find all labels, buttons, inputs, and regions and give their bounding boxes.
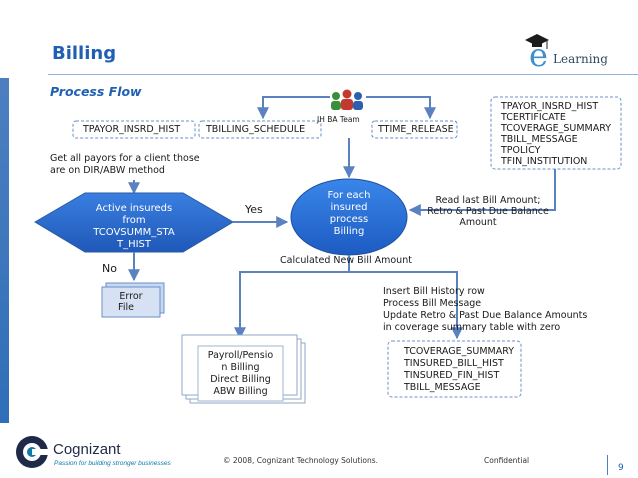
calculated-label: Calculated New Bill Amount bbox=[280, 255, 412, 266]
arrow-to-output bbox=[349, 271, 463, 340]
process-line: insured bbox=[330, 202, 368, 213]
process-line: Billing bbox=[333, 226, 365, 237]
output-table-item: TCOVERAGE_SUMMARY bbox=[404, 346, 515, 357]
footer-copyright: © 2008, Cognizant Technology Solutions. bbox=[223, 456, 379, 465]
right-table-item: TFIN_INSTITUTION bbox=[501, 156, 588, 167]
insert-step: Process Bill Message bbox=[383, 298, 482, 309]
arrow-to-payroll bbox=[234, 271, 349, 340]
team-label: JH BA Team bbox=[317, 115, 360, 124]
team-people-icon bbox=[331, 89, 363, 110]
elearning-logo: e Learning bbox=[515, 30, 630, 72]
right-table-item: TCERTIFICATE bbox=[501, 112, 566, 123]
right-table-item: TBILL_MESSAGE bbox=[501, 134, 578, 145]
table-middle: TBILLING_SCHEDULE bbox=[206, 124, 306, 135]
payors-note-line: Get all payors for a client those bbox=[50, 153, 200, 164]
right-table-item: TPOLICY bbox=[501, 145, 541, 156]
cognizant-logo-icon bbox=[16, 436, 48, 468]
payroll-line: n Billing bbox=[221, 362, 260, 373]
decision-line: TCOVSUMM_STA bbox=[93, 227, 175, 238]
footer-confidential: Confidential bbox=[484, 456, 530, 465]
yes-label: Yes bbox=[245, 203, 263, 216]
output-table-item: TINSURED_BILL_HIST bbox=[404, 358, 504, 369]
right-table-item: TCOVERAGE_SUMMARY bbox=[501, 123, 612, 134]
payroll-line: Direct Billing bbox=[210, 374, 271, 385]
decision-line: from bbox=[122, 215, 146, 226]
page-number: 9 bbox=[618, 463, 624, 473]
insert-step: in coverage summary table with zero bbox=[383, 322, 561, 333]
decision-line: T_HIST bbox=[116, 239, 152, 250]
error-file-line: File bbox=[118, 302, 134, 313]
footer-divider bbox=[607, 455, 608, 475]
slide-subtitle: Process Flow bbox=[50, 84, 142, 99]
arrow-from-right-tables bbox=[408, 169, 556, 216]
payroll-billing-stack bbox=[181, 334, 306, 404]
table-left: TPAYOR_INSRD_HIST bbox=[83, 124, 181, 135]
elearning-logo-letter: e bbox=[529, 36, 548, 74]
read-note-line: Retro & Past Due Balance bbox=[427, 206, 549, 217]
cognizant-logo-text: Cognizant bbox=[53, 441, 121, 458]
right-table-item: TPAYOR_INSRD_HIST bbox=[501, 101, 599, 112]
payroll-line: ABW Billing bbox=[213, 386, 268, 397]
process-line: For each bbox=[327, 190, 371, 201]
top-table-frame bbox=[72, 120, 458, 139]
error-file-line: Error bbox=[119, 291, 143, 302]
slide-title: Billing bbox=[52, 43, 117, 64]
output-table-item: TINSURED_FIN_HIST bbox=[404, 370, 500, 381]
graduation-cap-icon bbox=[525, 34, 549, 49]
process-line: process bbox=[329, 214, 369, 225]
left-accent-strip bbox=[0, 78, 9, 423]
no-label: No bbox=[102, 262, 117, 275]
right-tables-frame bbox=[490, 96, 622, 170]
error-file-shape bbox=[101, 282, 165, 318]
top-feed-arrows bbox=[257, 96, 436, 120]
read-note-line: Read last Bill Amount; bbox=[435, 195, 541, 206]
table-right: TTIME_RELEASE bbox=[378, 124, 454, 135]
read-note-line: Amount bbox=[459, 217, 497, 228]
payroll-line: Payroll/Pensio bbox=[207, 350, 274, 361]
insert-step: Update Retro & Past Due Balance Amounts bbox=[383, 310, 588, 321]
elearning-logo-word: Learning bbox=[553, 52, 608, 66]
cognizant-tagline: Passion for building stronger businesses bbox=[54, 460, 171, 467]
output-table-item: TBILL_MESSAGE bbox=[404, 382, 481, 393]
decision-line: Active insureds bbox=[95, 203, 173, 214]
payors-note-line: are on DIR/ABW method bbox=[50, 165, 165, 176]
insert-step: Insert Bill History row bbox=[383, 286, 485, 297]
title-rule bbox=[48, 74, 638, 75]
output-tables-frame bbox=[387, 340, 522, 398]
